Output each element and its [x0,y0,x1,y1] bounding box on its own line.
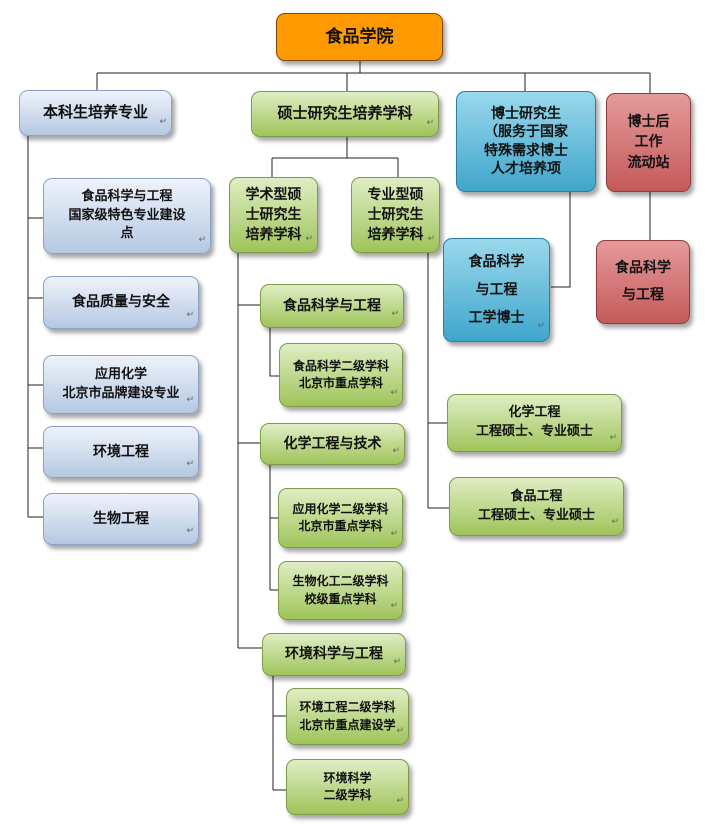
node-professional-master: 专业型硕士研究生培养学科↵ [351,177,440,253]
node-text: 工程硕士、专业硕士 [475,424,593,439]
node-text: 工程硕士、专业硕士 [477,507,595,523]
connector-ac-env [272,672,286,791]
node-text: 工作 [634,134,663,151]
node-text: 应用化学 [94,366,147,382]
node-master: 硕士研究生培养学科↵ [251,91,439,137]
node-text: 流动站 [627,154,670,171]
node-ug-food-science: 食品科学与工程国家级特色专业建设点↵ [43,178,211,254]
node-ac-env-science-sub: 环境科学二级学科↵ [286,759,409,815]
node-text: 食品科学二级学科 [292,358,389,373]
node-ug-food-quality: 食品质量与安全↵ [43,276,199,329]
node-text: 食品科学与工程 [283,297,381,314]
node-text: 环境科学 [323,770,372,785]
node-text: 生物工程 [93,510,149,527]
node-text: 博士研究生 [491,106,561,123]
node-text: 特殊需求博士 [484,142,568,159]
node-ac-food-science: 食品科学与工程↵ [260,284,404,328]
node-text: 北京市品牌建设专业 [62,385,180,401]
node-text: 专业型硕 [367,186,424,203]
node-pro-food-eng: 食品工程工程硕士、专业硕士↵ [449,477,624,536]
node-text: 培养学科 [245,227,302,244]
node-text: 士研究生 [367,206,424,223]
node-text: 与工程 [622,287,664,303]
connector-undergrad [27,136,43,518]
node-academic-master: 学术型硕士研究生培养学科↵ [229,177,318,253]
connector-academic [237,253,262,649]
node-phd-food-science: 食品科学与工程工学博士↵ [443,238,550,342]
node-postdoc: 博士后工作流动站 [606,93,691,192]
node-ac-env-science: 环境科学与工程↵ [262,633,406,676]
node-text: 博士后 [627,114,670,131]
node-ac-biochem-sub: 生物化工二级学科校级重点学科↵ [278,561,403,620]
node-text: 食品学院 [325,26,394,47]
node-text: 环境科学与工程 [285,646,383,663]
node-ug-applied-chem: 应用化学北京市品牌建设专业↵ [43,355,199,414]
node-ac-food-science-sub: 食品科学二级学科北京市重点学科↵ [279,343,403,407]
node-ac-chem-eng: 化学工程与技术↵ [260,423,405,465]
node-text: （服务于国家 [484,124,568,141]
node-text: 硕士研究生培养学科 [277,104,413,123]
node-text: 本科生培养专业 [42,103,148,122]
node-text: 北京市重点学科 [298,376,383,390]
connector-phd [551,192,571,288]
node-text: 人才培养项 [491,160,561,177]
node-text: 校级重点学科 [304,591,377,606]
node-text: 食品质量与安全 [72,294,170,311]
node-text: 化学工程与技术 [283,435,382,452]
node-text: 二级学科 [323,788,372,802]
node-text: 北京市重点建设学 [299,717,396,732]
node-text: 化学工程 [508,405,561,421]
node-phd: 博士研究生（服务于国家特殊需求博士人才培养项 [456,91,596,192]
node-ug-bio-eng: 生物工程↵ [43,493,199,545]
node-text: 食品科学与工程 [81,188,173,204]
node-text: 培养学科 [367,227,424,244]
node-postdoc-food-science: 食品科学与工程 [596,240,690,324]
node-text: 北京市重点学科 [298,519,383,533]
node-text: 食品工程 [510,488,563,504]
node-text: 环境工程二级学科 [299,700,396,715]
root-node-food-college: 食品学院 [276,13,443,61]
connector-professional [427,252,449,509]
node-ug-env-eng: 环境工程↵ [43,426,199,478]
node-text: 工学博士 [468,310,525,326]
connector-master [271,137,399,177]
node-ac-applied-chem-sub: 应用化学二级学科北京市重点学科↵ [278,488,403,548]
node-undergrad: 本科生培养专业↵ [19,90,172,136]
node-text: 点 [120,226,134,242]
node-text: 学术型硕 [245,186,302,203]
node-text: 应用化学二级学科 [292,501,389,516]
connector-ac-food [269,328,279,377]
node-text: 国家级特色专业建设 [68,207,186,223]
connector-root [96,60,651,93]
node-text: 食品科学 [468,254,525,270]
node-text: 环境工程 [93,443,149,460]
connector-ac-chem [269,465,278,591]
node-text: 与工程 [475,282,518,298]
node-text: 士研究生 [245,206,302,223]
node-ac-env-eng-sub: 环境工程二级学科北京市重点建设学↵ [286,688,409,745]
node-text: 生物化工二级学科 [292,574,389,589]
node-text: 食品科学 [615,260,671,277]
node-pro-chem-eng: 化学工程工程硕士、专业硕士↵ [447,394,622,452]
